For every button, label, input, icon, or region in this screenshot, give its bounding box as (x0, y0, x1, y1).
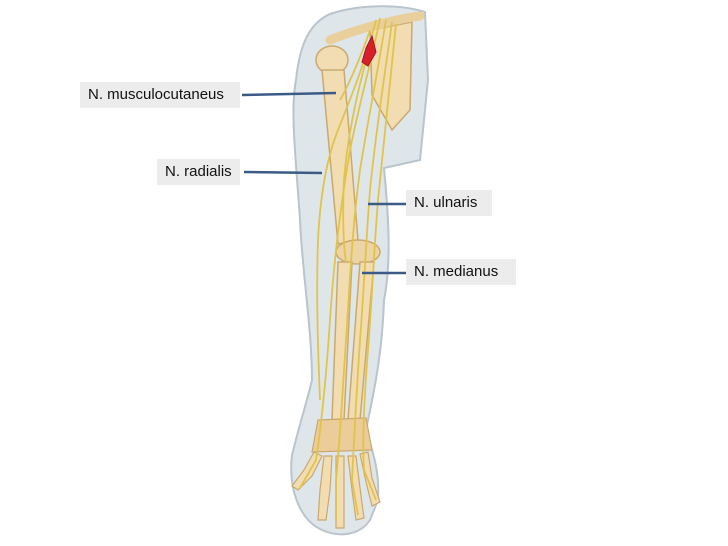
leader-musculocutaneus (241, 91, 337, 97)
clavicle (325, 11, 425, 45)
label-n-ulnaris: N. ulnaris (406, 190, 492, 216)
label-n-musculocutaneus: N. musculocutaneus (80, 82, 240, 108)
nerve-bundle (299, 17, 397, 520)
label-n-medianus: N. medianus (406, 259, 516, 285)
carpal-bones (311, 417, 373, 453)
axillary-artery (361, 34, 377, 67)
leader-lines (241, 91, 406, 275)
label-n-radialis: N. radialis (157, 159, 240, 185)
leader-radialis (243, 170, 323, 175)
